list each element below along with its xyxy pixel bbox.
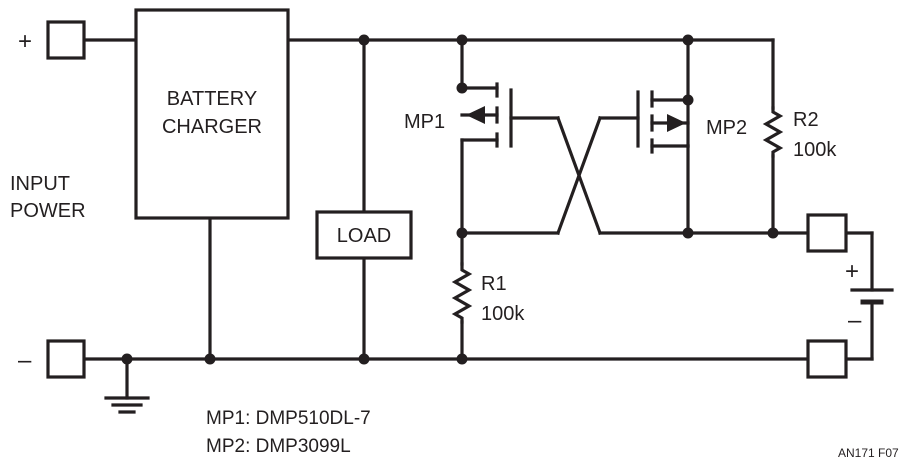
load-label: LOAD bbox=[337, 225, 391, 247]
resistor-r2 bbox=[762, 106, 784, 158]
mosfet-mp2 bbox=[636, 90, 690, 154]
input-power-label-line2: POWER bbox=[10, 200, 86, 222]
r2-value: 100k bbox=[793, 139, 837, 161]
r1-name: R1 bbox=[481, 273, 507, 295]
note-mp2-part: MP2: DMP3099L bbox=[206, 436, 351, 457]
battery-symbol bbox=[850, 288, 894, 305]
mp1-body-arrow bbox=[466, 106, 485, 124]
charger-label-line1: BATTERY bbox=[167, 88, 257, 110]
input-minus-sign: – bbox=[18, 347, 32, 374]
input-minus-terminal bbox=[46, 339, 86, 379]
mp2-body-arrow bbox=[667, 114, 686, 132]
battery-minus-sign: – bbox=[848, 307, 862, 334]
charger-label-line2: CHARGER bbox=[162, 116, 262, 138]
battery-plus-terminal bbox=[806, 213, 848, 253]
input-plus-terminal bbox=[46, 20, 86, 60]
battery-charger-block bbox=[134, 8, 290, 220]
resistor-r1 bbox=[451, 262, 473, 324]
r2-name: R2 bbox=[793, 109, 819, 131]
r1-value: 100k bbox=[481, 303, 525, 325]
battery-minus-terminal bbox=[806, 339, 848, 379]
load-block bbox=[315, 210, 413, 260]
mp2-label: MP2 bbox=[706, 117, 747, 139]
input-power-label-line1: INPUT bbox=[10, 173, 70, 195]
mp1-label: MP1 bbox=[404, 111, 445, 133]
input-plus-sign: + bbox=[18, 28, 32, 55]
junction-dots bbox=[121, 34, 779, 365]
ground-icon bbox=[104, 396, 150, 414]
battery-plus-sign: + bbox=[845, 258, 859, 285]
mosfet-mp1 bbox=[460, 82, 513, 148]
note-mp1-part: MP1: DMP510DL-7 bbox=[206, 408, 371, 429]
figure-id: AN171 F07 bbox=[838, 446, 899, 460]
